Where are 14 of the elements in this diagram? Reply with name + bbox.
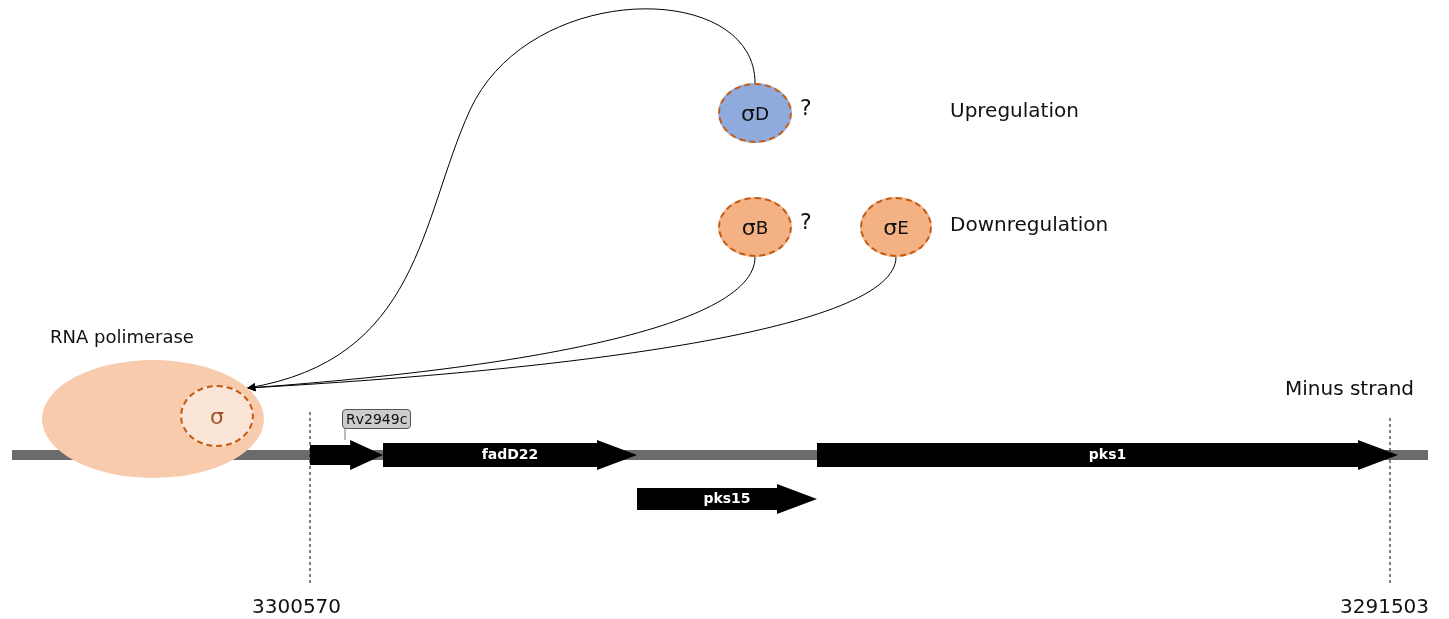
- coordinate-label: 3300570: [252, 594, 342, 618]
- gene-label: fadD22: [480, 446, 540, 462]
- sigma-factor-circle: σ: [180, 385, 254, 447]
- strand-label: Minus strand: [1285, 376, 1415, 400]
- coordinate-label: 3291503: [1340, 594, 1430, 618]
- regulation-label: Downregulation: [950, 212, 1109, 236]
- gene-label: pks15: [702, 490, 752, 506]
- component-label: RNA polimerase: [50, 326, 194, 347]
- gene-tag: Rv2949c: [342, 409, 412, 429]
- arrow: [246, 256, 897, 392]
- regulation-label: Upregulation: [950, 98, 1079, 122]
- question-mark: ?: [800, 209, 812, 234]
- question-mark: ?: [800, 95, 812, 120]
- gene-label: pks1: [1087, 446, 1128, 462]
